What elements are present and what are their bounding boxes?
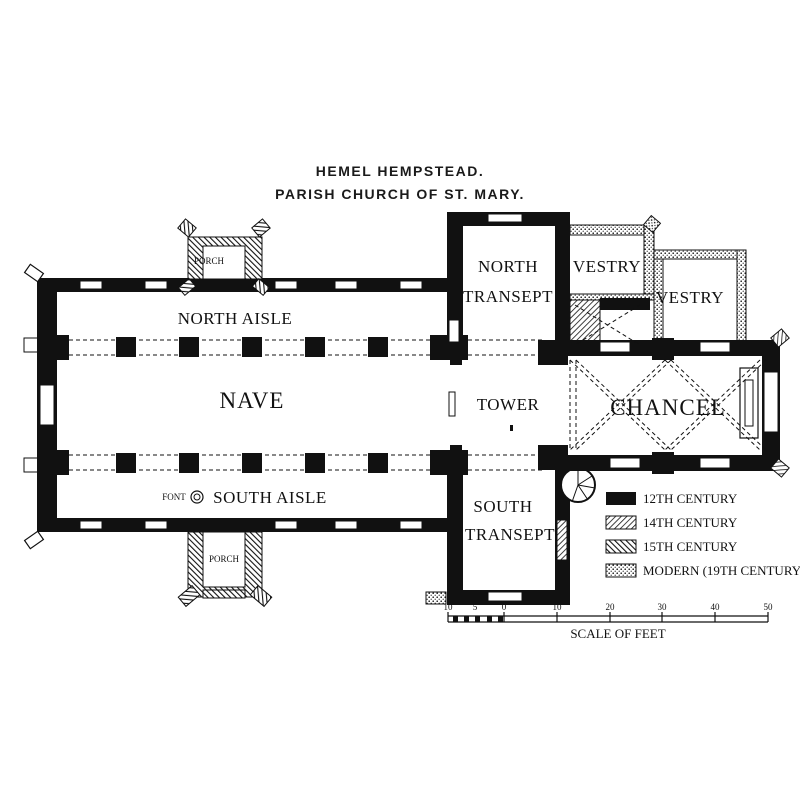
legend-label-14th: 14TH CENTURY xyxy=(643,515,738,530)
label-north-transept-2: TRANSEPT xyxy=(463,287,553,306)
scale-tick-label: 30 xyxy=(658,602,668,612)
vestry-walls xyxy=(569,214,747,349)
label-vestry-west: VESTRY xyxy=(573,257,641,276)
label-north-aisle: NORTH AISLE xyxy=(178,309,293,328)
scale-tick-label: 10 xyxy=(444,602,454,612)
label-south-transept-2: TRANSEPT xyxy=(465,525,555,544)
label-north-porch: PORCH xyxy=(194,256,225,266)
north-transept-walls xyxy=(447,212,570,348)
scale-bar: 10 5 0 10 20 30 40 50 SCALE OF FEET xyxy=(444,602,774,641)
north-porch xyxy=(177,218,271,297)
scale-caption: SCALE OF FEET xyxy=(570,626,665,641)
legend-label-12th: 12TH CENTURY xyxy=(643,491,738,506)
scale-tick-label: 20 xyxy=(606,602,616,612)
south-porch xyxy=(177,531,273,608)
vault-ribs xyxy=(569,304,767,451)
nave-walls xyxy=(23,263,447,550)
chancel-walls xyxy=(560,328,790,478)
label-south-aisle: SOUTH AISLE xyxy=(213,488,327,507)
scale-tick-label: 10 xyxy=(553,602,563,612)
legend-label-15th: 15TH CENTURY xyxy=(643,539,738,554)
label-tower: TOWER xyxy=(477,395,540,414)
plan-title: HEMEL HEMPSTEAD. xyxy=(315,163,485,179)
scale-tick-label: 50 xyxy=(764,602,774,612)
label-south-porch: PORCH xyxy=(209,554,240,564)
legend-label-modern: MODERN (19TH CENTURY) xyxy=(643,563,800,578)
legend-swatch-14th xyxy=(605,515,637,530)
label-vestry-east: VESTRY xyxy=(656,288,724,307)
tower xyxy=(448,391,513,431)
scale-tick-label: 5 xyxy=(473,602,478,612)
font-basin xyxy=(190,490,204,504)
scale-tick-label: 40 xyxy=(711,602,721,612)
arcade-lines xyxy=(55,339,545,471)
label-nave: NAVE xyxy=(220,388,285,413)
legend: 12TH CENTURY 14TH CENTURY 15TH CENTURY M… xyxy=(605,491,800,578)
scale-tick-label: 0 xyxy=(502,602,507,612)
plan-subtitle: PARISH CHURCH OF ST. MARY. xyxy=(275,186,525,202)
label-chancel: CHANCEL xyxy=(610,395,726,420)
label-south-transept-1: SOUTH xyxy=(473,497,532,516)
label-north-transept-1: NORTH xyxy=(478,257,538,276)
legend-swatch-12th xyxy=(606,492,636,505)
label-font: FONT xyxy=(162,492,186,502)
legend-swatch-15th xyxy=(605,539,637,554)
legend-swatch-modern xyxy=(605,563,637,578)
